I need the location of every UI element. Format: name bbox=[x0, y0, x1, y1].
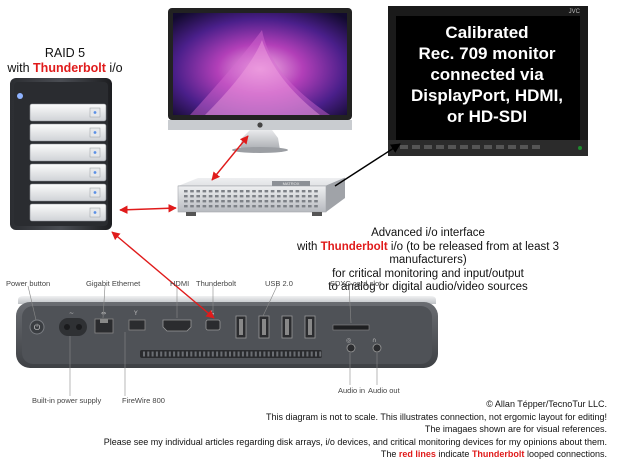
jvc-monitor bbox=[388, 6, 588, 156]
jvc-caption-line: DisplayPort, HDMI, bbox=[410, 86, 564, 105]
apple-monitor bbox=[168, 8, 352, 153]
raid-drive-bay bbox=[29, 203, 107, 222]
mac-mini: ⏻ ~ ⇔ Y ϟ ◎ ∩ bbox=[16, 296, 438, 368]
firewire-icon: Y bbox=[133, 310, 138, 317]
usb-port[interactable] bbox=[235, 315, 247, 339]
raid-power-led-icon bbox=[17, 93, 23, 99]
jvc-caption-line: connected via bbox=[430, 65, 544, 84]
io-interface-caption: Advanced i/o interface with Thunderbolt … bbox=[258, 227, 598, 295]
raid-to-interface-line bbox=[119, 204, 177, 214]
io-caption-line: with Thunderbolt i/o (to be released fro… bbox=[296, 240, 560, 267]
io-caption-line: to analog or digital audio/video sources bbox=[328, 281, 528, 293]
label-firewire: FireWire 800 bbox=[122, 396, 165, 405]
raid-drive-bay bbox=[29, 103, 107, 122]
hdmi-port[interactable] bbox=[162, 319, 192, 332]
jvc-caption-line: Rec. 709 monitor bbox=[418, 44, 556, 63]
raid-drive-bay bbox=[29, 163, 107, 182]
jvc-caption-line: or HD-SDI bbox=[446, 107, 528, 126]
jvc-monitor-caption: Calibrated Rec. 709 monitor connected vi… bbox=[398, 22, 576, 127]
label-power-button: Power button bbox=[6, 279, 51, 288]
footer-line: Please see my individual articles regard… bbox=[103, 436, 607, 447]
footer-copyright: © Allan Tépper/TecnoTur LLC. bbox=[486, 399, 607, 409]
label-audio-out: Audio out bbox=[368, 386, 400, 395]
label-thunderbolt: Thunderbolt bbox=[196, 279, 237, 288]
label-power-supply: Built-in power supply bbox=[32, 396, 102, 405]
power-icon: ⏻ bbox=[34, 323, 41, 332]
io-caption-line: for critical monitoring and input/output bbox=[332, 267, 524, 280]
audio-out-port[interactable] bbox=[372, 343, 382, 353]
footer-line: The red lines indicate Thunderbolt loope… bbox=[380, 449, 607, 459]
interface-to-jvc-line bbox=[334, 143, 401, 187]
footer-line: This diagram is not to scale. This illus… bbox=[266, 411, 607, 422]
label-usb: USB 2.0 bbox=[265, 279, 293, 288]
footer-line: The imagaes shown are for visual referen… bbox=[424, 424, 607, 434]
power-supply-socket bbox=[59, 318, 87, 336]
raid-drive-bay bbox=[29, 143, 107, 162]
headphone-icon: ∩ bbox=[372, 337, 376, 344]
apple-monitor-stand bbox=[240, 130, 280, 150]
usb-port[interactable] bbox=[304, 315, 316, 339]
label-hdmi: HDMI bbox=[170, 279, 190, 288]
mic-icon: ◎ bbox=[346, 337, 351, 344]
io-interface-box: MATROX bbox=[177, 177, 346, 216]
power-button[interactable] bbox=[29, 319, 45, 335]
label-sdxc: SDXC card slot bbox=[330, 279, 382, 288]
usb-port[interactable] bbox=[281, 315, 293, 339]
jvc-caption-line: Calibrated bbox=[445, 23, 529, 42]
raid-subtitle: with Thunderbolt i/o bbox=[7, 61, 123, 75]
firewire-port[interactable] bbox=[128, 319, 146, 331]
raid-to-mac-line bbox=[111, 231, 215, 319]
raid-enclosure bbox=[10, 78, 112, 230]
raid-label: RAID 5 with Thunderbolt i/o bbox=[0, 46, 130, 76]
footer-notes: © Allan Tépper/TecnoTur LLC. This diagra… bbox=[7, 398, 607, 461]
label-gigabit-ethernet: Gigabit Ethernet bbox=[86, 279, 141, 288]
jvc-brand: JVC bbox=[569, 9, 581, 15]
ac-icon: ~ bbox=[69, 310, 74, 317]
label-audio-in: Audio in bbox=[338, 386, 366, 395]
raid-drive-bay bbox=[29, 183, 107, 202]
usb-port[interactable] bbox=[258, 315, 270, 339]
thunderbolt-port[interactable] bbox=[205, 319, 221, 331]
raid-drive-bay bbox=[29, 123, 107, 142]
raid-title: RAID 5 bbox=[44, 46, 86, 60]
io-caption-line: Advanced i/o interface bbox=[371, 227, 485, 239]
interface-to-apple-monitor-line bbox=[211, 135, 249, 181]
audio-in-port[interactable] bbox=[346, 343, 356, 353]
thunderbolt-connections bbox=[111, 135, 249, 319]
sdxc-slot[interactable] bbox=[332, 324, 370, 331]
apple-logo-icon bbox=[257, 122, 263, 128]
jvc-power-led-icon bbox=[578, 146, 582, 150]
interface-brand: MATROX bbox=[283, 181, 300, 186]
